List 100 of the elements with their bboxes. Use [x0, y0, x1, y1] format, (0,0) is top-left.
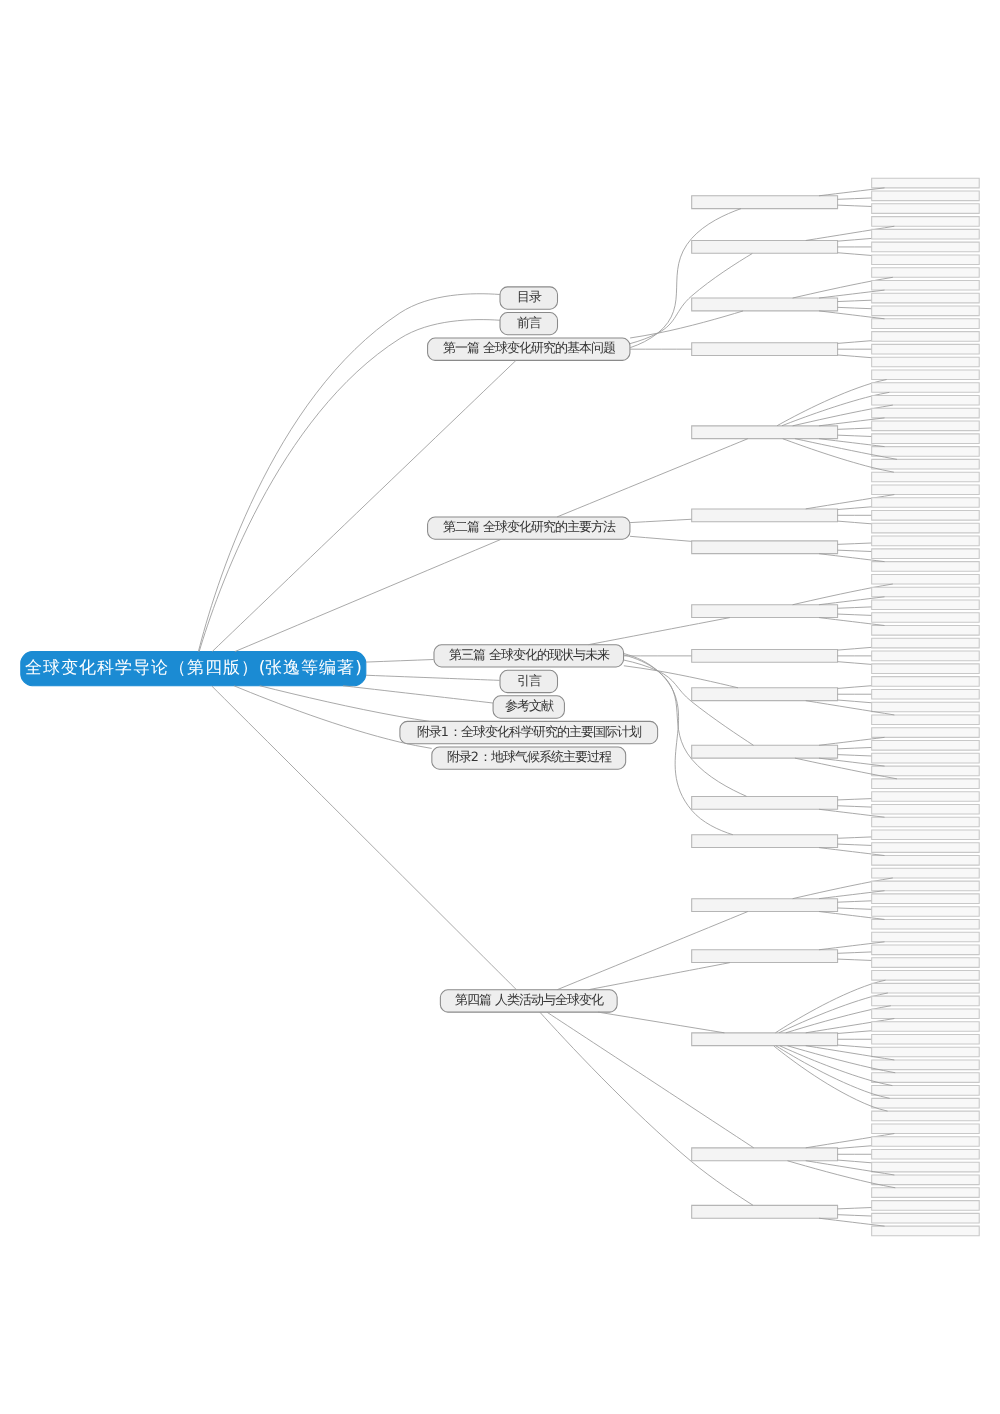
connector [837, 348, 872, 350]
node-box [871, 548, 980, 559]
connector [775, 1045, 891, 1099]
connector [211, 685, 517, 990]
connector [629, 535, 692, 542]
node-box [871, 855, 980, 866]
connector [837, 514, 872, 516]
node-box [871, 918, 980, 930]
connector [259, 685, 430, 722]
node-box [691, 297, 839, 312]
connector [818, 310, 885, 320]
connector [365, 674, 501, 681]
node-box [871, 625, 980, 636]
connector [805, 1018, 895, 1034]
node-box [871, 228, 980, 240]
connector [837, 204, 872, 207]
node-box [871, 701, 980, 713]
node-box [871, 1148, 980, 1160]
node-box [691, 540, 839, 555]
connector [837, 1030, 872, 1034]
node-box [871, 446, 980, 457]
node-box [871, 599, 980, 611]
node-box [871, 484, 980, 496]
node-box [871, 1110, 980, 1122]
connector [837, 798, 872, 801]
connector [837, 836, 872, 839]
node-box [871, 1097, 980, 1109]
connector [818, 736, 885, 746]
node-box [871, 982, 980, 994]
connector [837, 427, 872, 430]
node-box [871, 637, 980, 649]
connector [818, 847, 885, 856]
connector [629, 518, 692, 524]
connector [629, 348, 692, 350]
connector [794, 757, 898, 780]
node-box [871, 241, 980, 253]
node-box [871, 816, 980, 828]
node-box [871, 1059, 980, 1071]
node-box [871, 663, 980, 674]
connector [556, 911, 749, 991]
node-box [871, 1085, 980, 1096]
node-box [871, 765, 980, 777]
connector [818, 438, 885, 448]
connector [805, 1045, 895, 1061]
node-box [871, 292, 980, 304]
connector [837, 900, 872, 903]
node-box [871, 727, 980, 738]
connector [837, 805, 872, 808]
connector [837, 1145, 872, 1149]
node-box [871, 369, 980, 381]
connector [623, 654, 747, 797]
connector [342, 685, 494, 704]
node-box [691, 240, 839, 254]
node-box [871, 497, 980, 508]
connector [837, 340, 872, 344]
connector [837, 306, 872, 310]
connector [629, 310, 744, 339]
connector [782, 438, 895, 473]
connector [818, 187, 885, 197]
connector [837, 299, 872, 302]
connector [837, 1038, 872, 1040]
connector [837, 661, 872, 665]
connector [837, 434, 872, 437]
node-box [871, 586, 980, 598]
node-box [871, 331, 980, 342]
node-box [691, 1147, 839, 1162]
node-box [871, 305, 980, 317]
connector [837, 1207, 872, 1210]
connector [837, 1153, 872, 1155]
node-box [871, 407, 980, 419]
connector [837, 699, 872, 704]
node-box [871, 1225, 980, 1237]
connector [776, 379, 888, 427]
connector [781, 391, 890, 427]
node-box [691, 687, 839, 702]
node-box [871, 573, 980, 585]
node-box [871, 688, 980, 700]
node-box [691, 508, 839, 523]
connector [623, 659, 754, 746]
connector [837, 252, 872, 256]
node-box [691, 744, 839, 759]
node-box [871, 1200, 980, 1211]
node-box [871, 995, 980, 1007]
node-box [871, 177, 980, 189]
connector [818, 757, 885, 767]
node-box [871, 1033, 980, 1045]
node-box: 全球变化科学导论（第四版）(张逸等编著) [20, 651, 367, 687]
node-box [691, 795, 839, 810]
node-box [691, 195, 839, 210]
connector [233, 685, 433, 749]
connector [837, 843, 872, 846]
node-box [871, 382, 980, 393]
connector [785, 1005, 892, 1034]
connector [837, 693, 872, 695]
node-box [871, 1212, 980, 1224]
connector [773, 1045, 888, 1112]
connector [837, 238, 872, 242]
connector [818, 1217, 885, 1227]
connector [837, 754, 872, 757]
node-box [871, 906, 980, 917]
